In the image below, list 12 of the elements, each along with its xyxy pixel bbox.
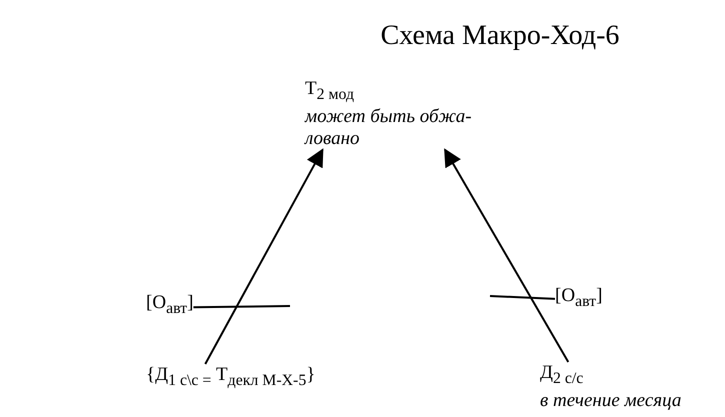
node-note: может быть обжа- ловано [305, 106, 473, 150]
leader-line [193, 305, 290, 308]
leader-label: [О$_{авт}$] [146, 292, 194, 320]
node-note: в течение месяца [540, 390, 682, 412]
node-heading: Д$_{2 с/с}$ [540, 362, 584, 389]
node-heading: Т$_{2 мод}$ [305, 78, 356, 105]
node-text: {Д$_{1 с\с =}$ Т$_{декл М-Х-5}$} [146, 364, 316, 392]
leader-line [490, 295, 556, 300]
arrow [444, 148, 570, 362]
arrow [204, 148, 324, 364]
diagram-title: Схема Макро-Ход-6 [380, 20, 620, 52]
leader-label: [О$_{авт}$] [555, 285, 602, 313]
